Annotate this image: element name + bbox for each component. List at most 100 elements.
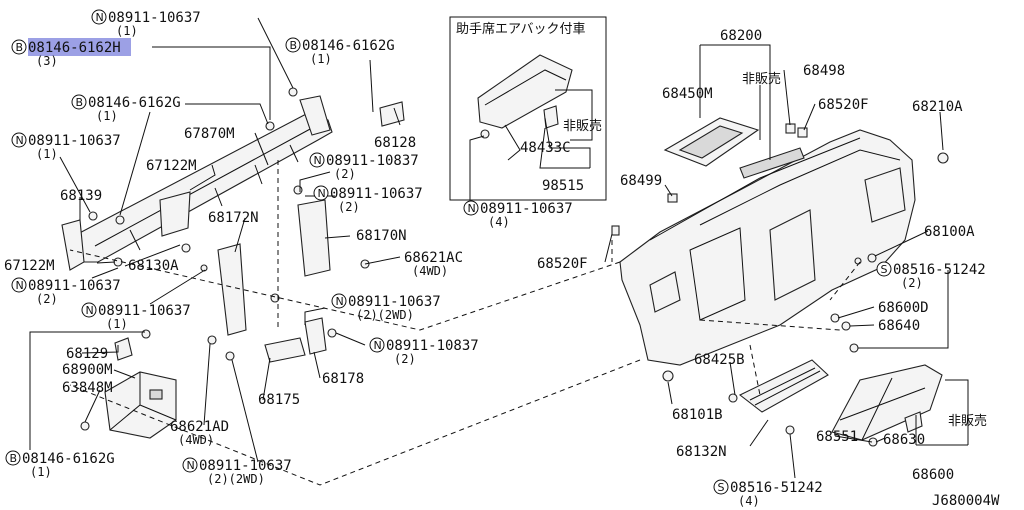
bracket-68132n [738, 359, 829, 413]
callout-part-number: 68520F [818, 97, 869, 113]
callout-prefix-badge [369, 337, 385, 353]
ip-center-cluster [769, 209, 816, 301]
callout-quantity: (2) [901, 276, 923, 290]
callout-part-number: 08911-10637 [199, 458, 292, 474]
callout-16: 68170N [356, 228, 407, 244]
callout-quantity: (4WD) [178, 433, 214, 447]
stay-68170n [297, 199, 331, 277]
nut-6 [293, 185, 303, 195]
callout-prefix: B [10, 452, 18, 465]
callout-29: 48433C [520, 140, 571, 156]
bolt-2 [115, 215, 125, 225]
callout-part-number: 08911-10637 [348, 294, 441, 310]
callout-38: 68499 [620, 173, 662, 189]
bolt-68210a [937, 152, 949, 164]
callout-prefix-badge [713, 479, 729, 495]
callout-21: 68900M [62, 362, 113, 378]
callout-part-number: 08911-10637 [98, 303, 191, 319]
callout-37: 68210A [912, 99, 963, 115]
callout-part-number: 08146-6162G [22, 451, 115, 467]
callout-26: B 08146-6162G(1) [5, 450, 115, 479]
callout-quantity: (2)(2WD) [356, 308, 414, 322]
bolt-7 [80, 421, 90, 431]
callout-15: 68172N [208, 210, 259, 226]
callout-50: 68600 [912, 467, 954, 483]
callout-prefix-badge [285, 37, 301, 53]
callout-quantity: (1) [106, 317, 128, 331]
bolt-5 [207, 335, 217, 345]
callout-part-number: 08146-6162G [302, 38, 395, 54]
callout-prefix-badge [331, 293, 347, 309]
callout-prefix: N [374, 339, 382, 352]
callout-part-number: 68425B [694, 352, 745, 368]
dashed-lines [69, 160, 861, 486]
callout-prefix-badge [5, 450, 21, 466]
callout-part-number: 08911-10837 [326, 153, 419, 169]
callout-30: 98515 [542, 178, 584, 194]
nut-1 [288, 87, 298, 97]
callout-quantity: (1) [116, 24, 138, 38]
callout-23: 68178 [322, 371, 364, 387]
nut-8 [225, 351, 235, 361]
callout-prefix: N [96, 11, 104, 24]
callout-20: 68129 [66, 346, 108, 362]
screw-08516-c [785, 425, 795, 435]
clip-68640 [841, 321, 851, 331]
diagram-code: J680004W [932, 493, 1000, 509]
callout-part-number: 68499 [620, 173, 662, 189]
airbag-lid [477, 54, 573, 129]
bolt-6 [141, 329, 151, 339]
callout-prefix-badge [81, 302, 97, 318]
bolt-3 [181, 243, 191, 253]
callout-part-number: 08146-6162G [88, 95, 181, 111]
callout-6: 67122M [146, 158, 197, 174]
callout-24: 68175 [258, 392, 300, 408]
callout-prefix: B [76, 96, 84, 109]
callout-prefix: N [86, 304, 94, 317]
callout-part-number: 68128 [374, 135, 416, 151]
callout-prefix-badge [463, 200, 479, 216]
callout-36: 68520F [818, 97, 869, 113]
callout-part-number: 68900M [62, 362, 113, 378]
callout-part-number: 非販売 [742, 71, 781, 87]
callout-part-number: 67870M [184, 126, 235, 142]
callout-22: 63848M [62, 380, 113, 396]
callout-8: 67122M [4, 258, 55, 274]
screw-08516-a [854, 257, 862, 265]
callout-part-number: 68178 [322, 371, 364, 387]
glove-box-latch [904, 411, 923, 433]
callout-part-number: 68498 [803, 63, 845, 79]
callout-48: 68630 [883, 432, 925, 448]
callout-part-number: 68200 [720, 28, 762, 44]
ip-right-vent [864, 167, 906, 223]
callout-prefix-badge [309, 152, 325, 168]
clip-68101b [662, 370, 674, 382]
callout-part-number: 68101B [672, 407, 723, 423]
ip-vent-top [739, 147, 805, 179]
callout-5: 67870M [184, 126, 235, 142]
callout-quantity: (2) [334, 167, 356, 181]
bracket-68175 [264, 337, 306, 363]
highlight-box [28, 38, 131, 56]
callout-28: 非販売 [563, 118, 602, 134]
callout-quantity: (2) [338, 200, 360, 214]
callout-part-number: 68175 [258, 392, 300, 408]
callout-49: 68551 [816, 429, 858, 445]
callout-part-number: 67122M [4, 258, 55, 274]
stay-68172n [217, 243, 247, 336]
callout-quantity: (1) [36, 147, 58, 161]
callout-part-number: 98515 [542, 178, 584, 194]
callout-quantity: (1) [30, 465, 52, 479]
callout-quantity: (3) [36, 54, 58, 68]
callout-part-number: 08911-10637 [28, 278, 121, 294]
callout-part-number: 68132N [676, 444, 727, 460]
callout-part-number: 67122M [146, 158, 197, 174]
callout-prefix-badge [313, 185, 329, 201]
callout-prefix-badge [71, 94, 87, 110]
callout-part-number: 68172N [208, 210, 259, 226]
leader-lines [29, 17, 969, 479]
